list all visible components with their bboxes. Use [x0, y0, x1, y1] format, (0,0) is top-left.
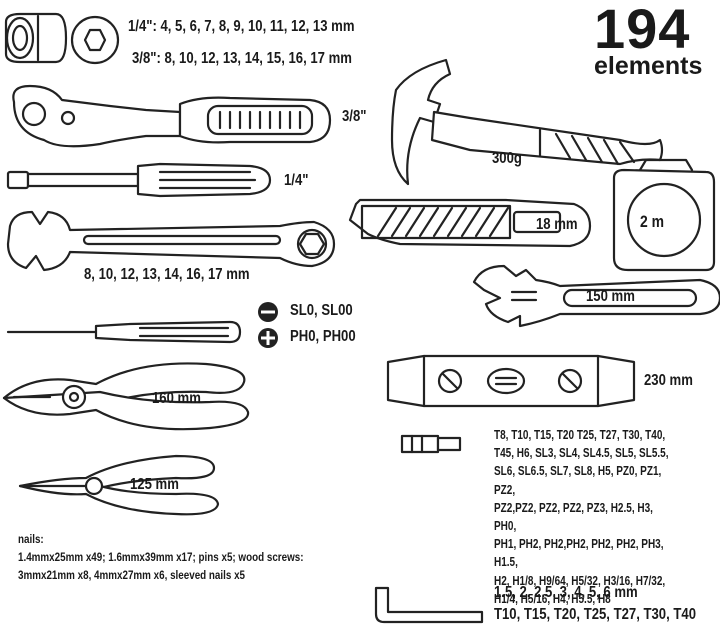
element-count: 194 — [594, 0, 691, 60]
nails-line: 3mmx21mm x8, 4mmx27mm x6, sleeved nails … — [18, 568, 246, 582]
bits-line: T45, H6, SL3, SL4, SL4.5, SL5, SL5.5, — [494, 446, 669, 461]
hammer-weight-label: 300g — [492, 150, 522, 167]
long-nose-pliers-size-label: 125 mm — [130, 476, 179, 493]
hex-socket-end-icon — [70, 15, 120, 65]
nails-line: nails: — [18, 532, 44, 546]
adjustable-wrench-size-label: 150 mm — [586, 288, 635, 305]
precision-screwdriver-icon — [6, 320, 242, 344]
sockets-quarter-label: 1/4": 4, 5, 6, 7, 8, 9, 10, 11, 12, 13 m… — [128, 18, 355, 35]
tape-length-label: 2 m — [640, 212, 665, 231]
phillips-symbol-icon — [258, 328, 278, 348]
bits-line: PZ2,PZ2, PZ2, PZ2, PZ3, H2.5, H3, PH0, — [494, 500, 653, 534]
combination-pliers-size-label: 160 mm — [152, 390, 201, 407]
sockets-three-eighths-label: 3/8": 8, 10, 12, 13, 14, 15, 16, 17 mm — [132, 50, 352, 67]
knife-size-label: 18 mm — [536, 216, 578, 233]
long-nose-pliers-icon — [18, 454, 220, 516]
wrenches-sizes-label: 8, 10, 12, 13, 14, 16, 17 mm — [84, 266, 250, 283]
screwdriver-bit-icon — [400, 434, 462, 454]
nails-list: nails: 1.4mmx25mm x49; 1.6mmx39mm x17; p… — [18, 530, 304, 584]
hammer-icon — [390, 58, 664, 186]
bits-list: T8, T10, T15, T20 T25, T27, T30, T40, T4… — [494, 426, 675, 608]
bit-holder-screwdriver-icon — [6, 162, 272, 198]
level-length-label: 230 mm — [644, 372, 693, 389]
utility-knife-icon — [348, 198, 592, 248]
ratchet-icon — [12, 84, 332, 148]
bits-line: T8, T10, T15, T20 T25, T27, T30, T40, — [494, 428, 666, 442]
hammer-grip-pattern — [554, 132, 636, 166]
element-count-unit: elements — [594, 52, 703, 80]
slotted-sizes-label: SL0, SL00 — [290, 302, 353, 319]
hex-keys-sizes-label: 1.5, 2, 2.5, 3, 4, 5, 6 mm — [494, 584, 638, 601]
slotted-symbol-icon — [258, 302, 278, 322]
spirit-level-icon — [386, 354, 636, 408]
bits-line: PH1, PH2, PH2,PH2, PH2, PH2, PH3, H1.5, — [494, 537, 664, 570]
nails-line: 1.4mmx25mm x49; 1.6mmx39mm x17; pins x5;… — [18, 550, 304, 564]
bits-line: SL6, SL6.5, SL7, SL8, H5, PZ0, PZ1, PZ2, — [494, 464, 662, 497]
tape-measure-icon — [612, 158, 716, 272]
ratchet-size-label: 3/8" — [342, 108, 367, 125]
socket-icon — [4, 12, 68, 64]
phillips-sizes-label: PH0, PH00 — [290, 328, 356, 345]
combination-wrench-icon — [6, 210, 336, 272]
combination-pliers-icon — [2, 362, 250, 431]
hex-key-icon — [374, 586, 484, 624]
bits-line: H1/4, H5/16, H4, H5.5, H8 — [494, 591, 611, 606]
ratchet-grip-pattern — [206, 104, 314, 136]
torx-keys-sizes-label: T10, T15, T20, T25, T27, T30, T40 — [494, 606, 697, 623]
bits-line: H2, H1/8, H9/64, H5/32, H3/16, H7/32, — [494, 573, 666, 588]
bit-holder-size-label: 1/4" — [284, 172, 309, 189]
